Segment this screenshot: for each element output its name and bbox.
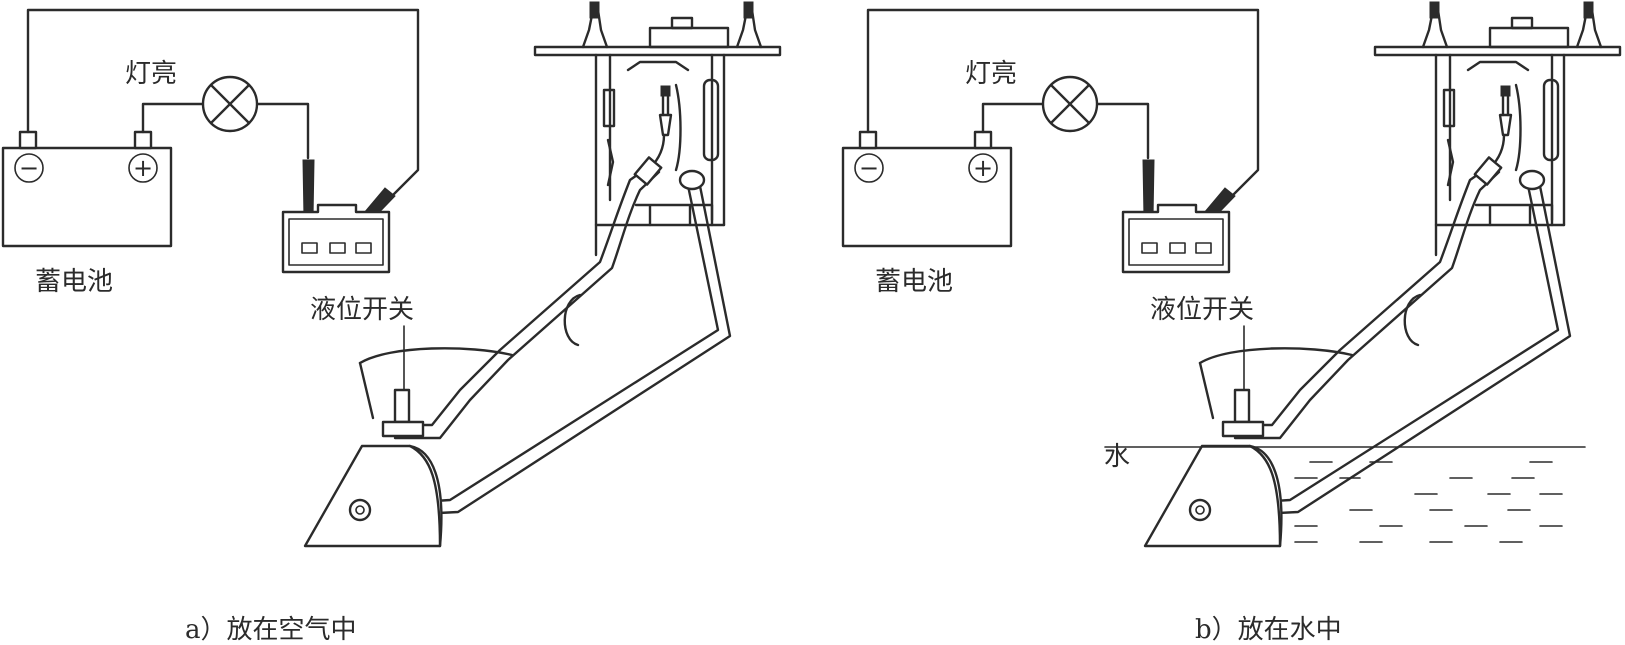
water-label: 水 <box>1104 442 1130 472</box>
lamp-icon <box>201 75 259 133</box>
lamp-icon <box>1041 75 1099 133</box>
plus-symbol: + <box>133 154 153 182</box>
lamp-label: 灯亮 <box>965 59 1017 89</box>
fuel-level-sender <box>533 1 782 257</box>
battery: − + <box>1 130 173 248</box>
float-housing <box>1143 347 1354 548</box>
wire-positive <box>981 102 1044 134</box>
switch-label: 液位开关 <box>310 295 414 325</box>
panel-in-air: − + <box>1 1 782 645</box>
float-arm-outer <box>1228 166 1489 427</box>
caption-a: a）放在空气中 <box>185 615 357 645</box>
battery: − + <box>841 130 1013 248</box>
wire-negative <box>866 8 1260 202</box>
float-arm-outer <box>388 166 649 427</box>
negative-terminal-icon <box>14 153 44 183</box>
float-housing <box>303 347 514 548</box>
wire-negative <box>26 8 420 202</box>
panel-in-water: − + <box>841 1 1622 645</box>
plus-symbol: + <box>973 154 993 182</box>
minus-symbol: − <box>859 154 879 182</box>
switch-label: 液位开关 <box>1150 295 1254 325</box>
wire-positive <box>141 102 204 134</box>
lamp-label: 灯亮 <box>125 59 177 89</box>
caption-b: b）放在水中 <box>1195 615 1342 645</box>
connector <box>1121 203 1231 274</box>
wire-lamp-out <box>256 102 310 160</box>
wire-lamp-out <box>1096 102 1150 160</box>
positive-terminal-icon <box>968 153 998 183</box>
battery-label: 蓄电池 <box>35 267 113 297</box>
float-arm-inner <box>393 170 661 440</box>
minus-symbol: − <box>19 154 39 182</box>
connector <box>281 203 391 274</box>
battery-label: 蓄电池 <box>875 267 953 297</box>
positive-terminal-icon <box>128 153 158 183</box>
water-level <box>1104 446 1586 543</box>
fuel-level-sender <box>1373 1 1622 257</box>
negative-terminal-icon <box>854 153 884 183</box>
float-arm-inner <box>1233 170 1501 440</box>
